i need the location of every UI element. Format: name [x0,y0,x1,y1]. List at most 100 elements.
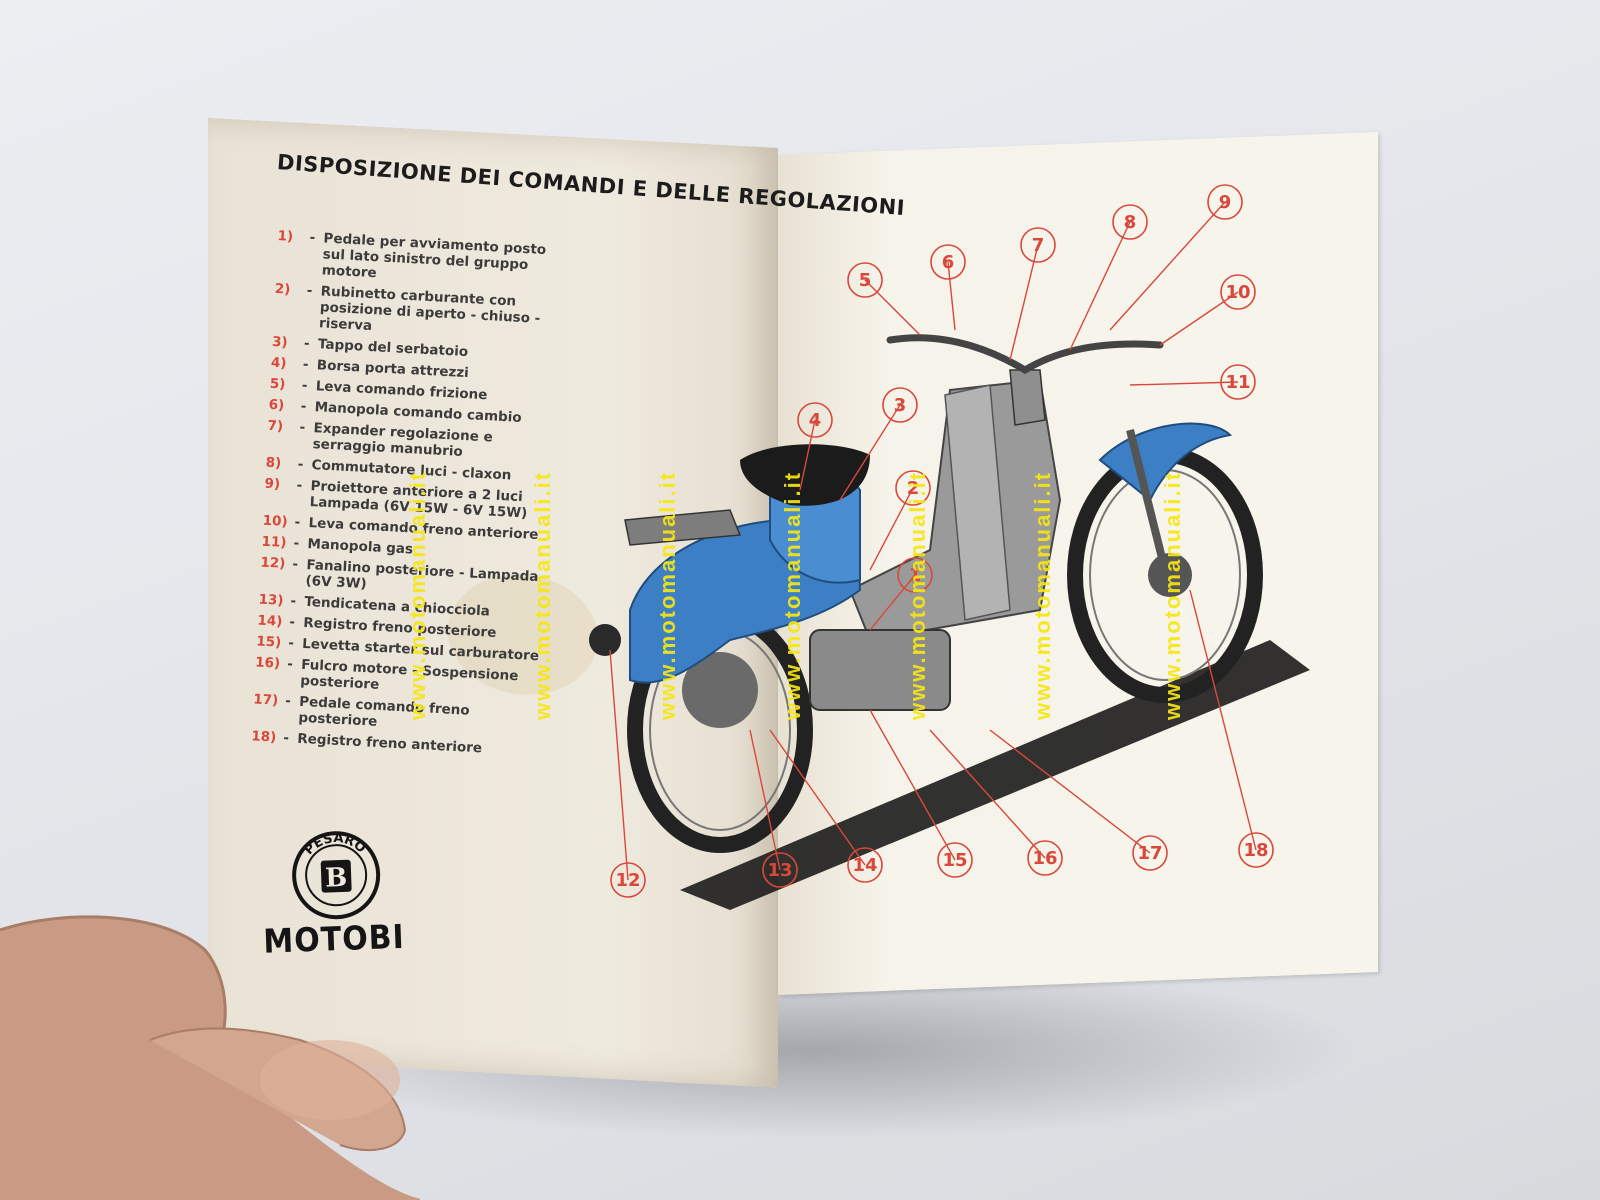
watermark-3: www.motomanuali.it [655,470,680,720]
callout-circle-12 [610,862,646,898]
callout-leader-12 [609,649,629,881]
callout-circle-10 [1220,274,1256,310]
callout-leader-18 [1189,589,1257,851]
list-item-number: 2) [274,280,291,298]
list-item-number: 10) [262,512,289,530]
callout-circle-14 [847,847,883,883]
callout-leader-8 [1069,221,1131,351]
motobi-logo: PESARO B MOTOBI [260,827,425,972]
seat [740,444,870,506]
callout-number-8: 8 [1124,212,1137,233]
callout-number-15: 15 [942,850,967,871]
engine [809,629,951,711]
ground-shadow [680,640,1310,910]
watermark-4: www.motomanuali.it [780,470,805,720]
watermark-6: www.motomanuali.it [1030,470,1055,720]
callout-leader-4 [799,419,816,491]
list-item-number: 11) [261,533,287,551]
luggage-rack [624,509,742,546]
callout-leader-1 [869,574,916,631]
callout-leader-16 [929,729,1046,859]
callout-number-13: 13 [767,860,792,881]
callout-number-1: 1 [909,565,922,586]
watermark-2: www.motomanuali.it [530,470,555,720]
steering-head [1009,369,1046,426]
callout-number-12: 12 [615,870,640,891]
callout-number-16: 16 [1032,848,1057,869]
callout-number-14: 14 [852,855,877,876]
callout-circle-2 [895,470,931,506]
callout-number-4: 4 [809,410,822,431]
callout-circle-18 [1238,832,1274,868]
list-item-dash: - [287,635,295,652]
callout-number-2: 2 [907,478,920,499]
callout-leader-9 [1109,201,1226,331]
callout-leader-15 [869,709,956,861]
list-item-dash: - [288,614,296,631]
callout-number-9: 9 [1219,192,1232,213]
list-item-number: 16) [254,654,281,672]
list-item-dash: - [282,729,290,747]
list-item-number: 8) [265,454,282,472]
list-item-number: 12) [260,554,286,572]
list-item-dash: - [301,377,308,394]
callout-number-7: 7 [1032,235,1045,256]
list-item-dash: - [302,356,309,373]
callout-circle-5 [847,262,883,298]
tail-light [589,624,621,656]
callout-circle-3 [882,387,918,423]
callout-number-5: 5 [859,270,872,291]
callout-circle-1 [897,557,933,593]
callout-circle-11 [1220,364,1256,400]
callout-number-6: 6 [942,252,955,273]
callout-number-18: 18 [1243,840,1268,861]
holding-hand [0,915,420,1200]
list-item-number: 15) [255,633,282,651]
list-item: 2)-Rubinetto carburante con posizione di… [273,281,565,344]
svg-text:PESARO: PESARO [301,830,369,859]
callout-circle-17 [1132,835,1168,871]
list-item-number: 5) [269,375,286,393]
list-item-dash: - [300,398,307,415]
list-item-dash: - [297,456,304,473]
callout-leader-7 [1009,244,1039,361]
list-item-dash: - [290,593,297,610]
list-item-number: 7) [267,417,284,435]
callout-number-10: 10 [1225,282,1250,303]
list-item-number: 17) [252,691,279,709]
handlebar [886,334,1164,375]
leg-shield [944,384,1011,621]
callout-number-11: 11 [1225,372,1250,393]
list-item-dash: - [294,514,301,531]
watermark-7: www.motomanuali.it [1160,470,1185,720]
list-item-number: 1) [277,228,294,245]
callout-leader-2 [869,487,914,571]
callout-leader-14 [769,729,866,866]
logo-badge-text: PESARO [301,830,369,859]
callout-leader-13 [749,729,781,871]
callout-leader-10 [1159,291,1239,346]
list-item-number: 4) [270,354,287,372]
list-item-number: 9) [264,475,281,493]
callout-leader-11 [1129,381,1239,386]
watermark-1: www.motomanuali.it [405,470,430,720]
callout-circle-9 [1207,184,1243,220]
list-item-number: 14) [257,612,283,630]
list-item-number: 3) [271,333,289,351]
callout-number-17: 17 [1137,843,1162,864]
callout-circle-6 [930,244,966,280]
pesaro-badge-icon: PESARO B [292,830,381,920]
list-item-dash: - [293,535,300,552]
callout-number-3: 3 [894,395,907,416]
callout-circle-16 [1027,840,1063,876]
callout-circle-7 [1020,227,1056,263]
callout-leader-5 [864,279,921,336]
list-item-number: 6) [268,396,285,414]
callout-leader-17 [989,729,1151,854]
logo-letter: B [325,863,348,894]
callout-circle-13 [762,852,798,888]
callout-circle-15 [937,842,973,878]
